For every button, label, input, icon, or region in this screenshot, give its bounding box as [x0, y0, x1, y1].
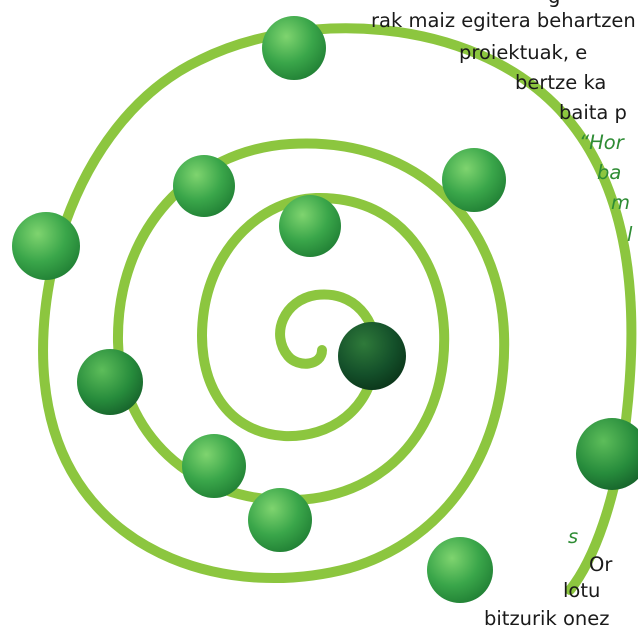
quote-line-1: “Hor [579, 130, 624, 156]
text-line-7: lotu [563, 578, 600, 604]
bead [262, 16, 326, 80]
bead [427, 537, 493, 603]
text-line-4: bertze ka [515, 70, 606, 96]
bead [182, 434, 246, 498]
quote-line-5: s [568, 524, 578, 550]
quote-line-4: l [627, 222, 632, 248]
bead [338, 322, 406, 390]
quote-line-2: ba [597, 160, 621, 186]
bead [279, 195, 341, 257]
bead [576, 418, 638, 490]
text-line-2: rak maiz egitera behartzen [371, 8, 636, 34]
bead [173, 155, 235, 217]
spiral-path [43, 28, 631, 590]
quote-line-3: m [611, 190, 630, 216]
text-line-3: proiektuak, e [459, 40, 587, 66]
text-line-5: baita p [559, 100, 627, 126]
bead [248, 488, 312, 552]
bead [77, 349, 143, 415]
text-line-6: Or [589, 552, 612, 578]
bead [12, 212, 80, 280]
text-line-8: bitzurik onez [484, 606, 609, 632]
bead [442, 148, 506, 212]
